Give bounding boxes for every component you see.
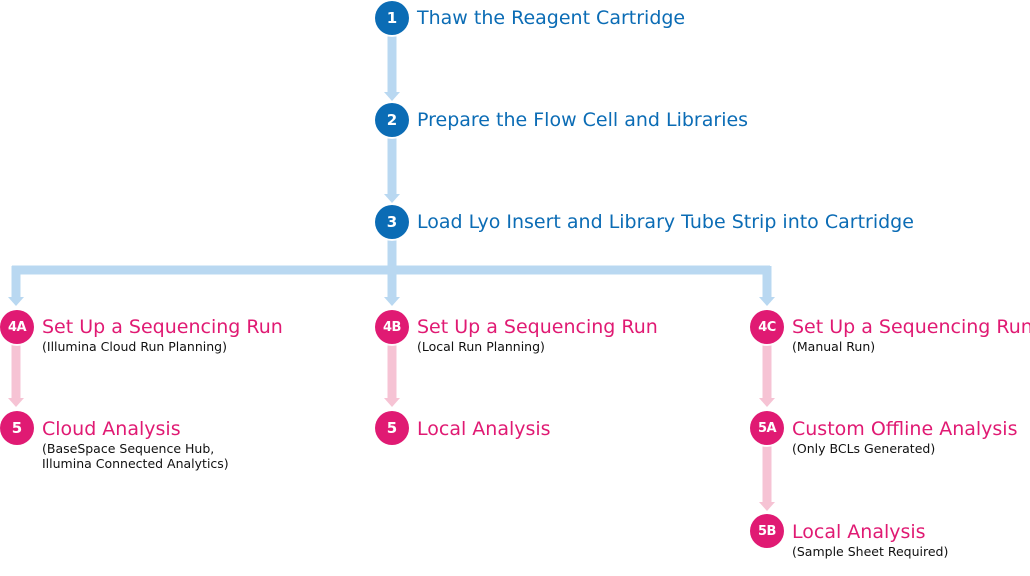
- step-4a-title: Set Up a Sequencing Run: [42, 316, 283, 338]
- step-3-title: Load Lyo Insert and Library Tube Strip i…: [417, 211, 914, 233]
- step-5-cloud-title: Cloud Analysis: [42, 418, 181, 440]
- arrowhead-to-5-cloud: [8, 398, 24, 407]
- step-5-local-title: Local Analysis: [417, 418, 551, 440]
- step-5b-subtitle: (Sample Sheet Required): [792, 544, 949, 559]
- step-4b-badge: 4B: [375, 310, 409, 344]
- step-5-cloud-subtitle-line-2: Illumina Connected Analytics): [42, 456, 229, 471]
- arrowhead-to-5b: [759, 502, 775, 511]
- arrowhead-to-5a: [759, 398, 775, 407]
- step-5-cloud-badge: 5: [0, 411, 34, 445]
- step-5b-title: Local Analysis: [792, 521, 926, 543]
- step-2-title: Prepare the Flow Cell and Libraries: [417, 109, 749, 131]
- step-4c-title: Set Up a Sequencing Run: [792, 316, 1030, 338]
- step-4c-subtitle: (Manual Run): [792, 339, 876, 354]
- step-3-badge: 3: [375, 205, 409, 239]
- step-4a-subtitle: (Illumina Cloud Run Planning): [42, 339, 227, 354]
- arrowhead-to-4a: [8, 297, 24, 306]
- arrowhead-to-5-local: [384, 398, 400, 407]
- step-5-cloud-subtitle-line-1: (BaseSpace Sequence Hub,: [42, 441, 215, 456]
- arrowhead-to-4b: [384, 297, 400, 306]
- arrowhead-to-2: [384, 92, 400, 101]
- step-5-local-badge: 5: [375, 411, 409, 445]
- step-4b-subtitle: (Local Run Planning): [417, 339, 545, 354]
- step-4a-badge: 4A: [0, 310, 34, 344]
- step-4b-title: Set Up a Sequencing Run: [417, 316, 658, 338]
- arrowhead-to-4c: [759, 297, 775, 306]
- step-5b-badge: 5B: [750, 514, 784, 548]
- step-5a-badge: 5A: [750, 411, 784, 445]
- arrowhead-to-3: [384, 194, 400, 203]
- step-2-badge: 2: [375, 103, 409, 137]
- step-4c-badge: 4C: [750, 310, 784, 344]
- step-5a-subtitle: (Only BCLs Generated): [792, 441, 936, 456]
- step-1-badge: 1: [375, 1, 409, 35]
- step-5a-title: Custom Offline Analysis: [792, 418, 1018, 440]
- step-1-title: Thaw the Reagent Cartridge: [417, 7, 686, 29]
